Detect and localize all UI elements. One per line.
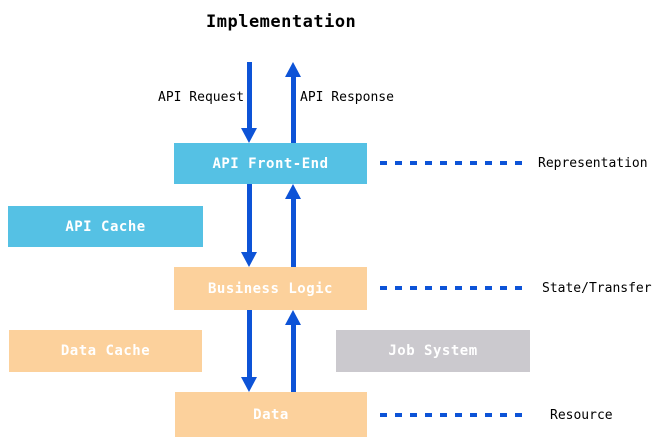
api-response-label: API Response [300,90,394,105]
business-logic-label: Business Logic [207,280,333,297]
resource-dashed-line [380,413,523,417]
arrow-head [285,62,301,77]
data-label: Data [253,406,289,423]
representation-label: Representation [538,156,648,171]
logic-to-data-arrow [241,310,257,392]
arrow-head [285,184,301,199]
arrow-shaft [246,184,252,254]
representation-dashed-line [380,161,523,165]
api-cache-label: API Cache [65,218,146,235]
api-cache-box: API Cache [8,206,203,247]
arrow-shaft [290,197,296,267]
data-cache-label: Data Cache [60,343,151,359]
state-transfer-label: State/Transfer [542,281,652,296]
arrow-shaft [246,310,252,379]
logic-to-frontend-arrow [285,184,301,267]
job-system-box: Job System [336,330,530,372]
data-to-logic-arrow [285,310,301,392]
data-box: Data [175,392,367,437]
arrow-shaft [290,323,296,392]
state-transfer-dashed-line [380,286,523,290]
api-response-arrow [285,62,301,143]
frontend-to-logic-arrow [241,184,257,267]
job-system-label: Job System [388,343,478,359]
data-cache-box: Data Cache [9,330,202,372]
arrow-head [241,377,257,392]
resource-label: Resource [550,408,613,423]
arrow-head [285,310,301,325]
arrow-head [241,252,257,267]
arrow-shaft [246,62,252,130]
api-front-end-box: API Front-End [174,143,367,184]
arrow-shaft [290,75,296,143]
api-request-arrow [241,62,257,143]
business-logic-box: Business Logic [174,267,367,310]
arrow-head [241,128,257,143]
api-front-end-label: API Front-End [212,155,329,172]
api-request-label: API Request [158,90,245,105]
diagram-title: Implementation [206,12,357,32]
